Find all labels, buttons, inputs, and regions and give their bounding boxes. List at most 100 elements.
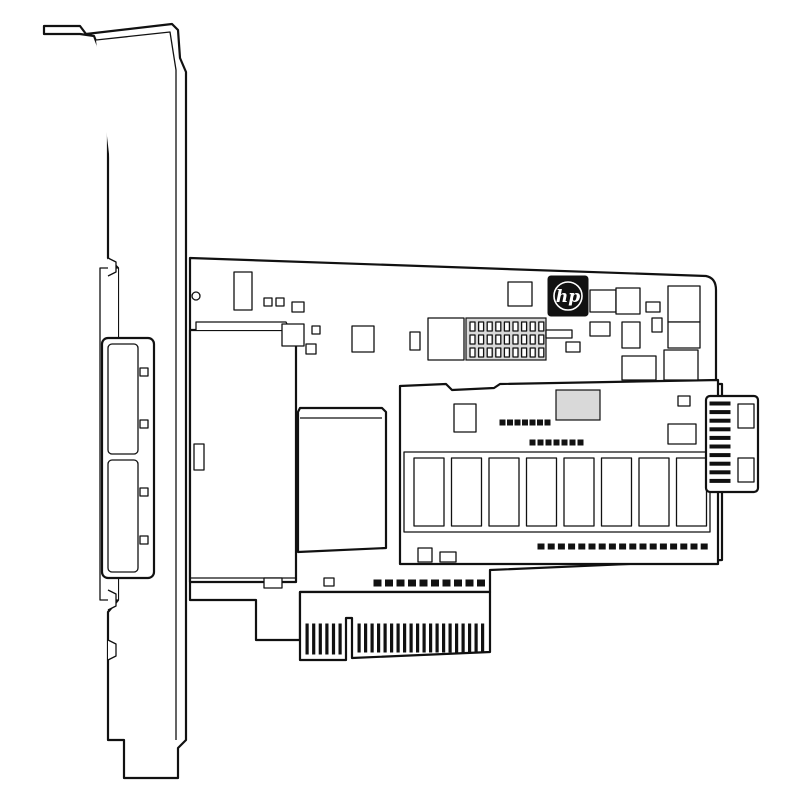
connector-finger <box>422 623 426 653</box>
header-pin <box>529 334 536 345</box>
smd-part <box>659 543 667 550</box>
connector-finger <box>403 623 407 653</box>
smd-part <box>385 579 393 587</box>
smd-part <box>396 579 405 587</box>
header-pin <box>477 334 485 345</box>
header-pin <box>503 334 511 345</box>
connector-finger <box>409 623 413 653</box>
smd-part <box>578 543 586 550</box>
connector-finger <box>318 623 322 655</box>
smd-resistor <box>522 419 528 426</box>
connector-finger <box>377 623 381 653</box>
header-pin <box>520 321 528 332</box>
connector-finger <box>370 623 374 653</box>
connector-finger <box>474 623 478 653</box>
jumper-block <box>427 317 465 361</box>
connector-finger <box>364 623 368 653</box>
port-module <box>188 321 298 584</box>
connector-finger <box>435 623 439 653</box>
header-pin <box>469 347 476 358</box>
header-pin <box>512 347 519 358</box>
smd-resistor <box>544 419 551 426</box>
header-pin <box>520 347 528 358</box>
header-pin <box>503 321 511 332</box>
smd-part <box>670 543 678 550</box>
connector-pin <box>709 453 731 458</box>
smd-part <box>465 579 474 587</box>
connector-finger <box>383 623 387 653</box>
connector-finger <box>455 623 459 653</box>
smd-part <box>431 579 439 587</box>
header-pin <box>520 334 528 345</box>
module-resistors-row <box>499 419 551 426</box>
controller-heatsink <box>296 406 388 554</box>
inductor-2 <box>667 321 701 349</box>
smd-part <box>629 543 637 550</box>
header-pin <box>495 347 502 358</box>
connector-finger <box>461 623 465 653</box>
smd-resistor <box>499 419 506 426</box>
connector-finger <box>325 623 329 655</box>
connector-pin <box>709 478 731 483</box>
connector-finger <box>338 623 342 655</box>
smd-led <box>545 439 552 446</box>
smd-part <box>454 579 462 587</box>
header-pin <box>512 321 519 332</box>
smd-part <box>568 543 576 550</box>
pcie-edge-connector <box>298 590 492 662</box>
external-port-housing <box>100 336 156 580</box>
connector-pin <box>709 401 731 406</box>
memory-chip <box>413 457 445 527</box>
header-pin <box>486 321 493 332</box>
cache-connector <box>704 394 760 494</box>
external-port-lower <box>107 459 139 573</box>
bottom-smd-row <box>373 579 485 587</box>
module-led-row <box>529 439 584 446</box>
module-controller-chip <box>555 389 601 421</box>
smd-part <box>442 579 451 587</box>
memory-module <box>398 378 720 566</box>
smd-led <box>529 439 536 446</box>
smd-resistor <box>537 419 543 426</box>
connector-finger <box>357 623 361 653</box>
connector-pin <box>709 410 731 415</box>
smd-part <box>537 543 545 550</box>
header-pin <box>529 347 536 358</box>
connector-finger <box>448 623 452 653</box>
smd-part <box>477 579 485 587</box>
smd-part <box>639 543 647 550</box>
smd-part <box>608 543 616 550</box>
inductor-3 <box>663 349 699 381</box>
memory-chip <box>450 457 483 527</box>
connector-finger <box>468 623 472 653</box>
smd-led <box>553 439 560 446</box>
connector-pin <box>709 461 731 466</box>
header-pin <box>469 321 476 332</box>
header-pin <box>495 334 502 345</box>
smd-part <box>419 579 428 587</box>
header-pin <box>477 321 485 332</box>
lower-right-smd-row <box>537 543 708 550</box>
header-pin <box>477 347 485 358</box>
upper-components <box>191 271 701 381</box>
header-pin <box>512 334 519 345</box>
smd-resistor <box>514 419 521 426</box>
smd-led <box>569 439 576 446</box>
smd-led <box>537 439 544 446</box>
memory-chip <box>675 457 708 527</box>
connector-finger <box>305 623 309 655</box>
header-pin <box>486 347 493 358</box>
inductor-4 <box>621 355 657 381</box>
connector-pin <box>709 418 731 423</box>
connector-fingers-left <box>305 623 342 655</box>
memory-chip <box>563 457 595 527</box>
smd-part <box>690 543 698 550</box>
memory-chip <box>488 457 520 527</box>
small-ic-2 <box>589 289 617 313</box>
module-ic <box>453 403 477 433</box>
header-pin <box>495 321 502 332</box>
header-pin <box>486 334 493 345</box>
header-pin <box>538 347 545 358</box>
